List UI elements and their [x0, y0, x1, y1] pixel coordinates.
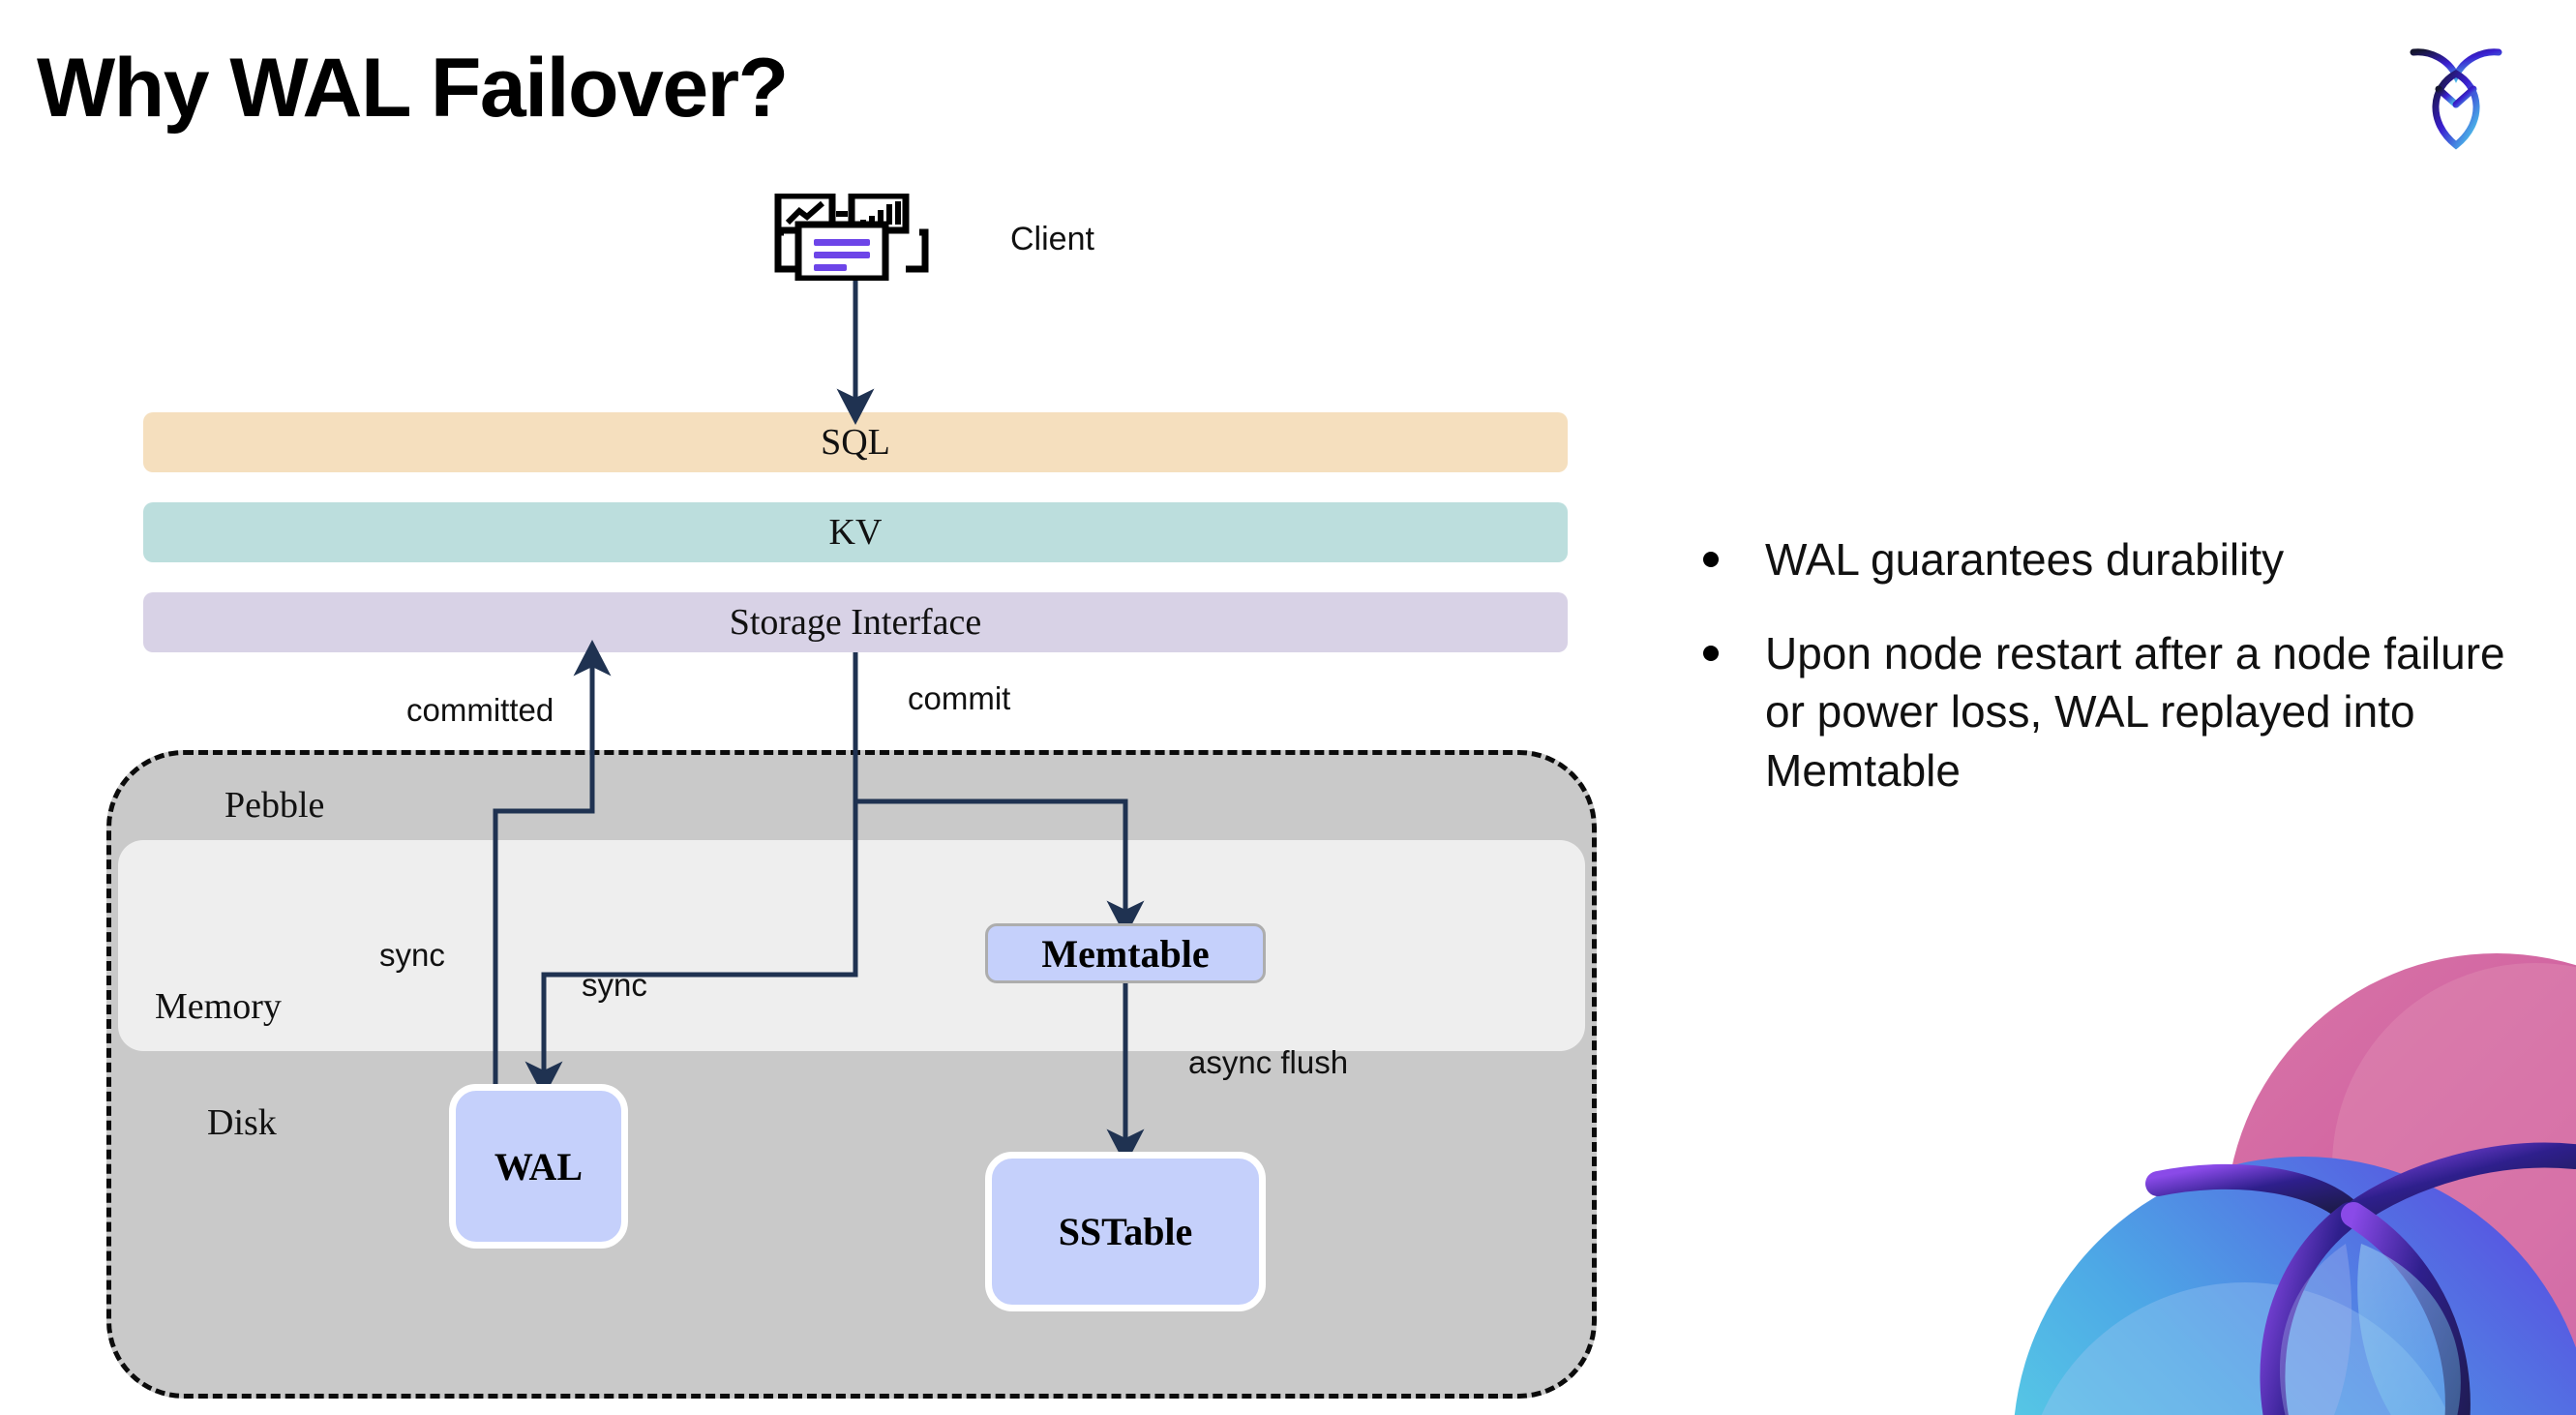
layer-bar-storage-interface: Storage Interface: [143, 592, 1568, 652]
cockroachdb-corner-graphic: [1955, 924, 2576, 1415]
bullet-list: WAL guarantees durability Upon node rest…: [1703, 530, 2506, 835]
bullet-text: WAL guarantees durability: [1765, 534, 2285, 585]
memory-band-label: Memory: [155, 986, 282, 1027]
layer-bar-kv-label: KV: [828, 512, 883, 553]
edge-label-async-flush: async flush: [1188, 1044, 1349, 1080]
node-wal-label: WAL: [494, 1144, 584, 1189]
edge-label-committed: committed: [406, 692, 554, 728]
bullet-dot-icon: [1703, 645, 1719, 661]
memory-band: [118, 840, 1585, 1051]
bullet-dot-icon: [1703, 552, 1719, 567]
layer-bar-sql: SQL: [143, 412, 1568, 472]
edge-label-sync-2: sync: [582, 967, 647, 1003]
cockroachdb-logo: [2398, 29, 2514, 155]
layer-bar-sql-label: SQL: [821, 422, 890, 463]
node-sstable-label: SSTable: [1058, 1210, 1193, 1253]
bullet-text: Upon node restart after a node failure o…: [1765, 627, 2505, 797]
list-item: WAL guarantees durability: [1703, 530, 2506, 589]
page-title: Why WAL Failover?: [37, 42, 789, 135]
node-memtable-label: Memtable: [1041, 931, 1210, 976]
list-item: Upon node restart after a node failure o…: [1703, 624, 2506, 800]
client-dashboard-icon: [774, 192, 929, 283]
edge-label-commit: commit: [908, 680, 1011, 716]
layer-bar-kv: KV: [143, 502, 1568, 562]
layer-bar-storage-interface-label: Storage Interface: [729, 602, 982, 643]
edge-label-sync-1: sync: [379, 937, 445, 973]
node-sstable: SSTable: [985, 1152, 1266, 1311]
pebble-label: Pebble: [225, 785, 325, 826]
node-wal: WAL: [449, 1084, 628, 1249]
node-memtable: Memtable: [985, 923, 1266, 983]
client-label: Client: [1010, 221, 1094, 257]
disk-band-label: Disk: [207, 1102, 277, 1143]
